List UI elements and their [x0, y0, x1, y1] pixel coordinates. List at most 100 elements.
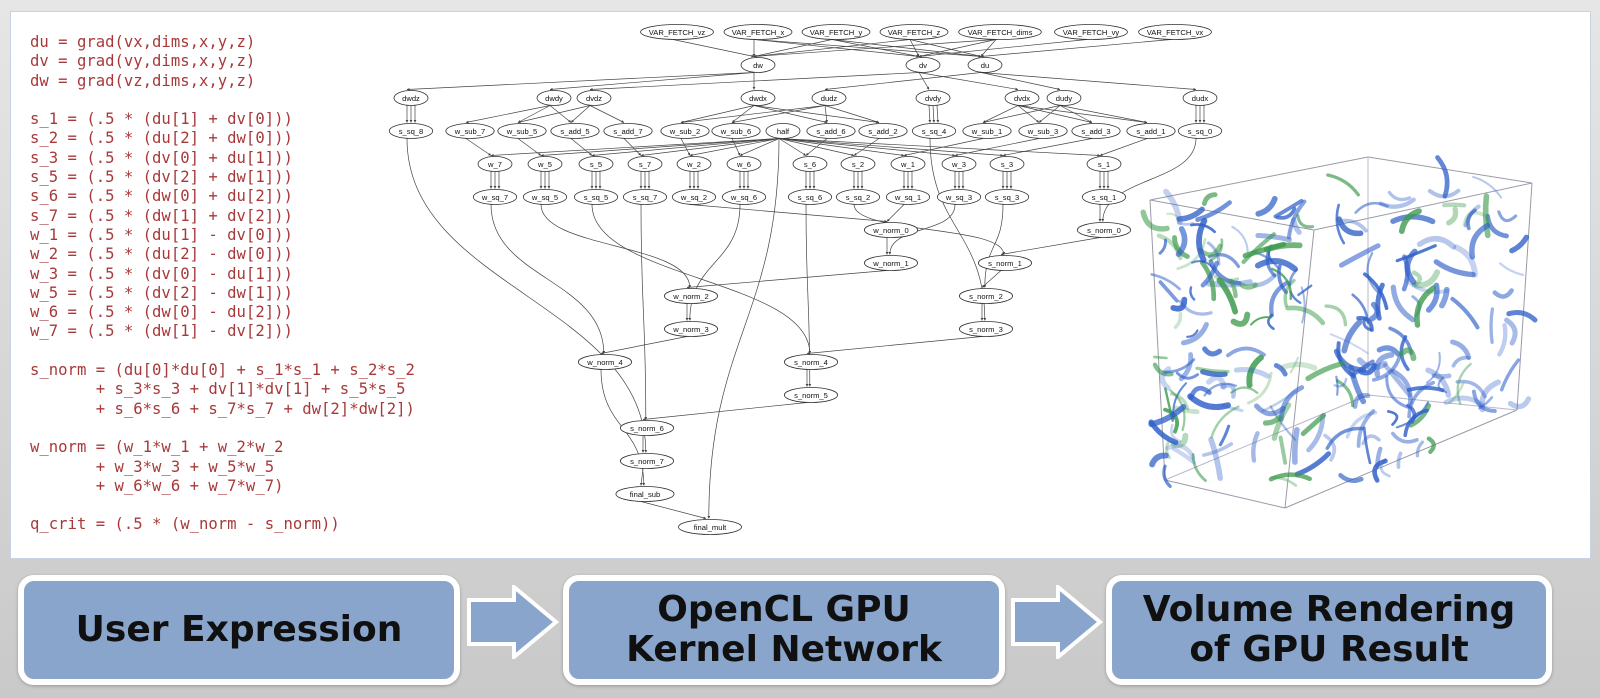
vortex-tube — [1220, 403, 1244, 413]
vortex-tube — [1469, 222, 1491, 260]
vortex-tube — [1500, 358, 1521, 392]
graph-node-w-sub-6: w_sub_6 — [711, 123, 761, 139]
vortex-tube — [1285, 305, 1326, 326]
code-line: s_5 = (.5 * (dv[2] + dw[1])) — [30, 168, 293, 187]
graph-node-var-fetch-dims: VAR_FETCH_dims — [958, 24, 1042, 40]
graph-node-dwdx: dwdx — [740, 90, 776, 106]
vortex-tube — [1202, 192, 1218, 206]
vortex-tube — [1213, 274, 1240, 283]
graph-node-label: s_norm_5 — [794, 391, 828, 400]
vortex-tube — [1230, 386, 1259, 394]
vortex-tube — [1509, 234, 1530, 254]
graph-node-label: w_5 — [537, 160, 552, 169]
vortex-tube — [1426, 436, 1436, 454]
graph-node-var-fetch-x: VAR_FETCH_x — [723, 24, 793, 40]
graph-edge — [680, 105, 826, 124]
graph-edge — [753, 39, 920, 58]
vortex-tube — [1338, 243, 1381, 268]
graph-node-label: w_sq_1 — [894, 193, 921, 202]
graph-node-label: VAR_FETCH_vy — [1063, 28, 1120, 37]
graph-edge — [686, 270, 888, 289]
graph-node-w-norm-4: w_norm_4 — [578, 354, 633, 370]
vortex-tube — [1398, 208, 1422, 234]
vortex-tube — [1176, 237, 1207, 270]
graph-edge — [928, 105, 932, 123]
vortex-tube — [1277, 264, 1288, 295]
graph-node-label: w_sub_1 — [971, 127, 1002, 136]
graph-node-s-norm-5: s_norm_5 — [784, 387, 839, 403]
vortex-tube — [1431, 373, 1452, 379]
vortex-tube — [1242, 241, 1287, 259]
graph-node-w-sq-1: w_sq_1 — [885, 189, 931, 205]
graph-node-label: s_5 — [590, 160, 602, 169]
vortex-tube — [1325, 426, 1364, 450]
graph-edge — [918, 39, 997, 58]
graph-node-s-add-7: s_add_7 — [603, 123, 653, 139]
graph-edge — [778, 138, 807, 156]
graph-edge — [753, 105, 828, 124]
graph-node-s-sq-1: s_sq_1 — [1081, 189, 1127, 205]
graph-node-label: s_sq_8 — [399, 127, 424, 136]
opencl-label-line2: Kernel Network — [626, 629, 942, 670]
graph-node-label: dwdz — [402, 94, 420, 103]
vortex-tube — [1348, 364, 1367, 405]
graph-edge — [689, 204, 888, 223]
graph-edge — [689, 138, 780, 157]
graph-edge — [753, 39, 833, 58]
graph-node-w-sq-2: w_sq_2 — [671, 189, 717, 205]
vortex-tube — [1165, 443, 1196, 460]
graph-edge — [549, 72, 755, 91]
bounding-box-edge — [1367, 156, 1533, 184]
volume-bounding-box — [1149, 156, 1533, 509]
graph-node-label: s_norm_4 — [794, 358, 828, 367]
graph-edge — [980, 39, 997, 57]
vortex-tube — [1466, 208, 1477, 231]
vortex-tube — [1270, 267, 1293, 301]
code-line: dv = grad(vy,dims,x,y,z) — [30, 52, 256, 71]
code-line: w_1 = (.5 * (du[1] - dv[0])) — [30, 225, 293, 244]
graph-node-w-3: w_3 — [941, 156, 977, 172]
vortex-tube — [1251, 431, 1260, 463]
vortex-tube — [1497, 322, 1508, 357]
vortex-tube — [1329, 333, 1369, 355]
graph-node-w-1: w_1 — [890, 156, 926, 172]
vortex-tube — [1153, 355, 1168, 360]
vortex-tube — [1300, 412, 1327, 437]
graph-node-label: dw — [753, 61, 763, 70]
bounding-box-edge — [1313, 182, 1533, 231]
graph-node-dvdy: dvdy — [915, 90, 951, 106]
graph-edge — [778, 138, 1004, 157]
graph-node-label: w_3 — [951, 160, 966, 169]
vortex-tube — [1200, 369, 1228, 378]
graph-node-label: VAR_FETCH_y — [810, 28, 863, 37]
graph-edge — [778, 138, 1101, 157]
code-line: s_norm = (du[0]*du[0] + s_1*s_1 + s_2*s_… — [30, 361, 415, 380]
vortex-tube — [1273, 198, 1304, 219]
bounding-box-edge — [1164, 479, 1286, 509]
vortex-tube — [1427, 188, 1461, 199]
graph-edge — [589, 105, 625, 123]
graph-node-label: dv — [919, 61, 927, 70]
graph-node-w-norm-0: w_norm_0 — [864, 222, 919, 238]
vortex-tube — [1385, 375, 1410, 409]
vortex-tube — [1492, 288, 1514, 299]
graph-node-label: final_mult — [694, 523, 727, 532]
vortex-tube — [1489, 307, 1495, 344]
graph-node-label: s_add_6 — [816, 127, 845, 136]
vortex-tube — [1387, 190, 1412, 202]
graph-node-label: dudz — [821, 94, 838, 103]
vortex-tube — [1366, 252, 1379, 293]
graph-edge — [640, 501, 707, 520]
code-line: w_6 = (.5 * (dw[0] - du[2])) — [30, 303, 293, 322]
vortex-tube — [1456, 362, 1472, 405]
bounding-box-edge — [1149, 156, 1369, 201]
graph-node-label: VAR_FETCH_vz — [649, 28, 706, 37]
graph-node-w-6: w_6 — [726, 156, 762, 172]
vortex-tube — [1416, 236, 1457, 250]
vortex-tube — [1289, 356, 1300, 374]
vortex-tube — [1374, 352, 1395, 378]
graph-node-w-norm-2: w_norm_2 — [664, 288, 719, 304]
vortex-tube — [1401, 254, 1410, 292]
vortex-tube — [1149, 452, 1169, 468]
vortex-tube — [1413, 269, 1441, 289]
